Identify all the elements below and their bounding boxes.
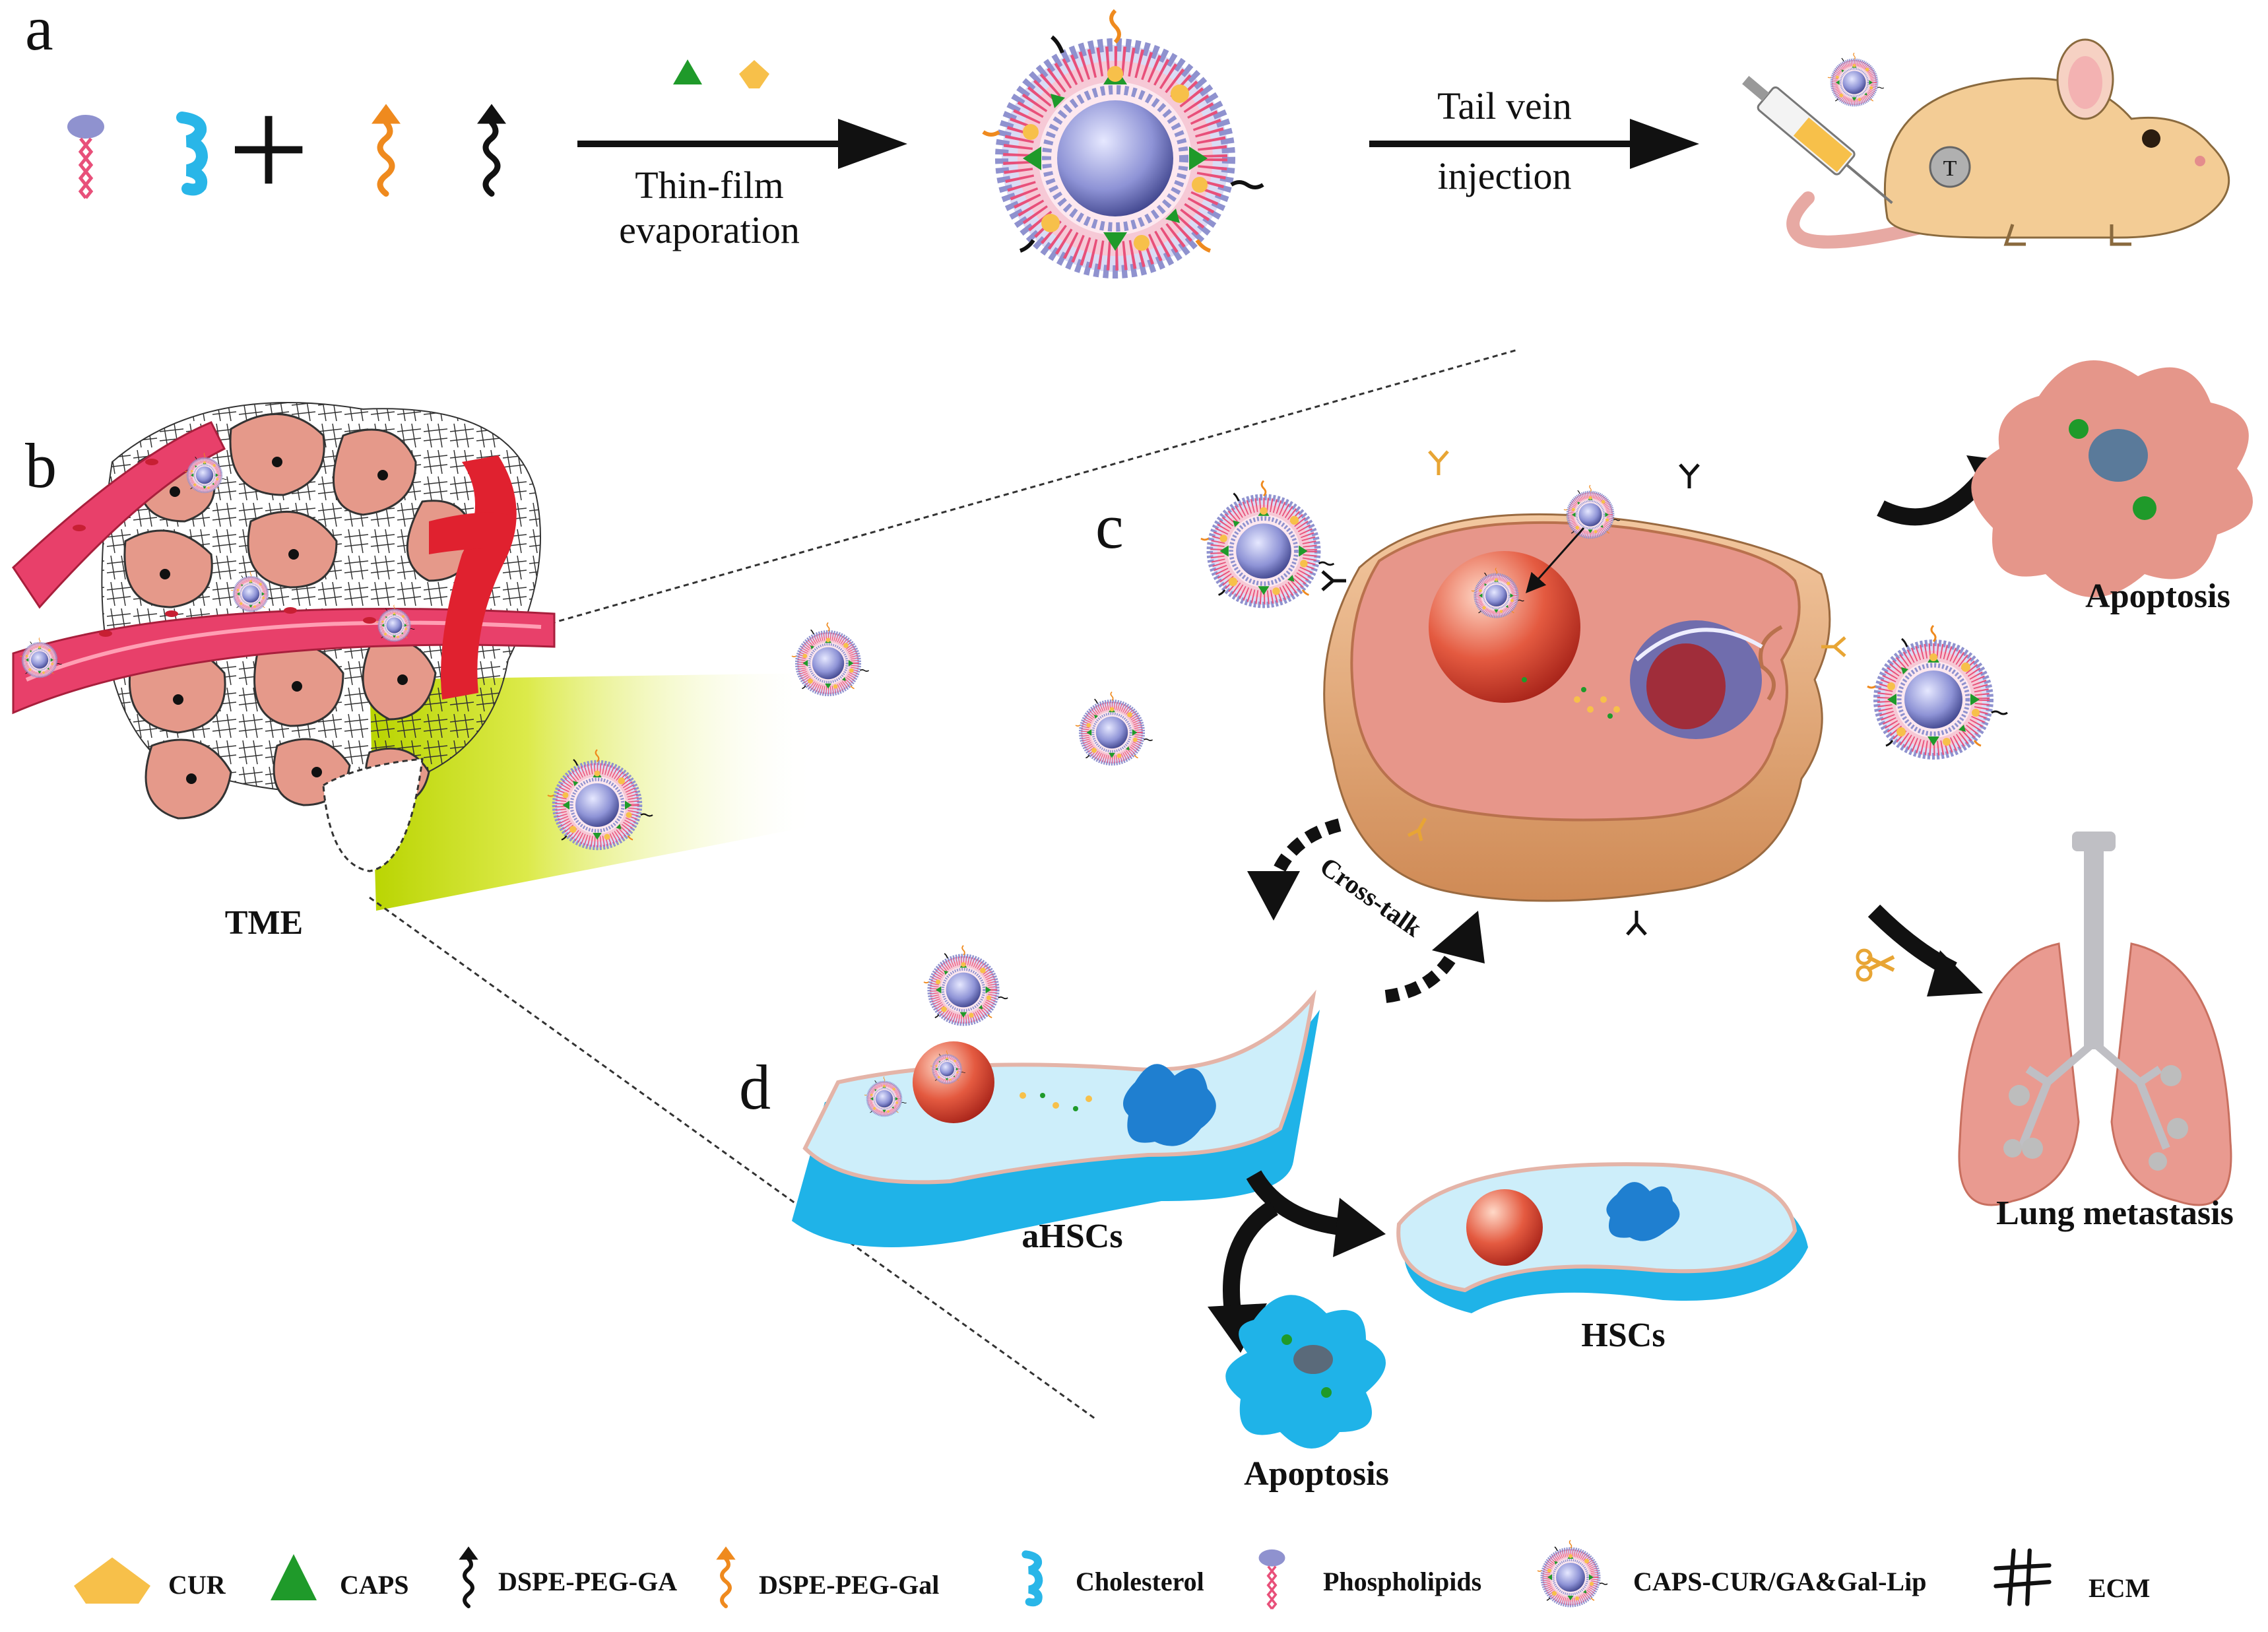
tme-label: TME (225, 904, 303, 942)
apoptotic-tumor-cell (1971, 360, 2253, 597)
scissors-icon (1856, 948, 1895, 982)
legend-liposome-icon (1538, 1540, 1607, 1606)
liposome-near-cell-left (1201, 481, 1334, 605)
legend-label-cholesterol: Cholesterol (1076, 1567, 1204, 1596)
mouse-illustration: T (1786, 38, 2230, 249)
legend-label-phospholipids: Phospholipids (1323, 1567, 1481, 1596)
tail-vein-label-1: Tail vein (1437, 84, 1572, 127)
legend-label-ga: DSPE-PEG-GA (498, 1567, 677, 1596)
large-liposome (983, 11, 1263, 272)
legend-cholesterol-icon (1025, 1554, 1039, 1602)
tail-vein-arrow (1369, 119, 1699, 169)
thin-film-arrow (577, 59, 907, 169)
liposome-cone-2 (792, 622, 869, 694)
squiggle-arrow-orange-icon (372, 104, 401, 194)
cur-pentagon-icon (739, 60, 769, 88)
ahsc-to-hsc-arrow (1246, 1170, 1347, 1236)
thin-film-label-2: evaporation (619, 209, 800, 251)
squiggle-arrow-black-icon (477, 104, 506, 194)
liposome-near-ahsc (924, 946, 1008, 1024)
small-liposome-mouse (1828, 53, 1884, 105)
legend-gal-icon (716, 1546, 735, 1606)
apoptotic-hsc (1225, 1295, 1386, 1449)
caps-triangle-icon (673, 59, 702, 84)
apoptosis-hsc-label: Apoptosis (1244, 1455, 1389, 1493)
legend-label-liposome: CAPS-CUR/GA&Gal-Lip (1633, 1567, 1926, 1596)
lung-illustration (1958, 832, 2232, 1206)
panel-label-d: d (739, 1052, 771, 1123)
panel-label-c: c (1095, 491, 1124, 562)
cross-talk-arrows (1247, 818, 1485, 1003)
mouse-tumor-label: T (1943, 156, 1957, 181)
legend-label-ecm: ECM (2089, 1573, 2150, 1603)
hscs-label: HSCs (1581, 1317, 1665, 1354)
legend-caps-icon (271, 1554, 317, 1600)
activated-hsc (792, 989, 1320, 1247)
panel-label-b: b (25, 430, 57, 501)
cholesterol-icon (182, 117, 202, 189)
ahscs-label: aHSCs (1021, 1218, 1122, 1255)
panel-label-a: a (25, 0, 53, 63)
plus-sign: + (228, 69, 309, 230)
phospholipid-icon (67, 115, 104, 198)
legend-ga-icon (459, 1546, 478, 1606)
tumor-cell (1321, 450, 1846, 936)
quiescent-hsc (1396, 1162, 1808, 1313)
thin-film-label-1: Thin-film (635, 164, 784, 207)
apoptosis-tumor-label: Apoptosis (2085, 577, 2230, 615)
lung-metastasis-label: Lung metastasis (1996, 1194, 2234, 1232)
tme-tissue (12, 402, 556, 872)
legend-label-cur: CUR (168, 1570, 226, 1600)
syringe-icon (1742, 76, 1893, 205)
apoptosis-arrow-top (1877, 476, 1986, 526)
ahsc-to-apoptosis-arrow (1223, 1200, 1279, 1322)
legend: CUR CAPS DSPE-PEG-GA DSPE-PEG-Gal Choles… (74, 1540, 2150, 1610)
legend-label-caps: CAPS (340, 1570, 408, 1600)
legend-ecm-icon (1996, 1551, 2050, 1604)
tail-vein-label-2: injection (1438, 154, 1572, 197)
legend-phospholipid-icon (1257, 1548, 1287, 1610)
liposome-near-cell-right (1867, 626, 2007, 756)
liposome-cone-3 (1076, 692, 1153, 764)
legend-cur-icon (74, 1557, 150, 1604)
legend-label-gal: DSPE-PEG-Gal (759, 1570, 939, 1600)
